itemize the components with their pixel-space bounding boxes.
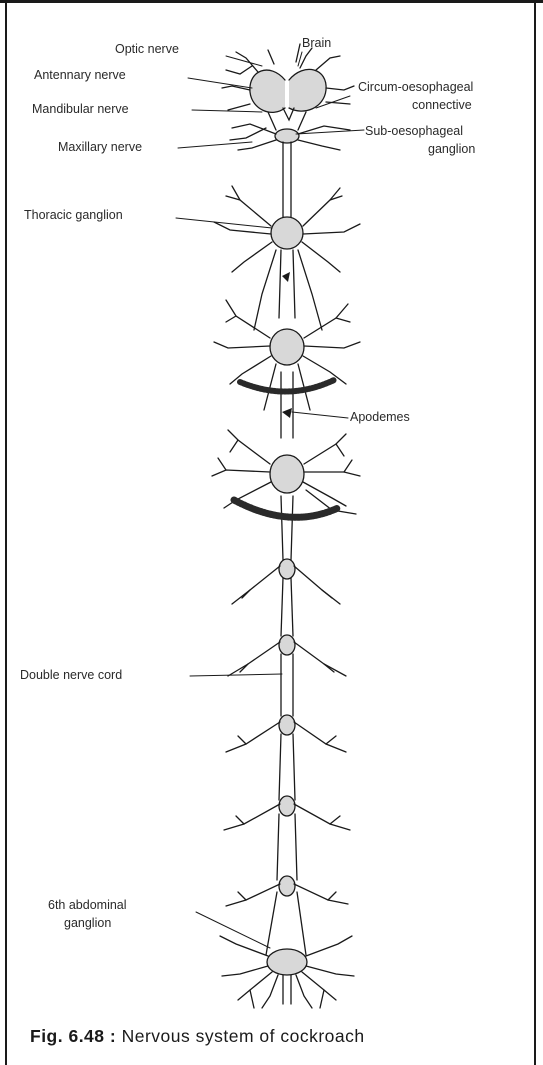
label-optic-nerve: Optic nerve: [115, 42, 179, 57]
arrow-marker-1: [282, 272, 290, 282]
caption-separator: :: [105, 1026, 122, 1046]
sub-oesophageal-ganglion: [275, 129, 299, 143]
label-circum-oesophageal-1: Circum-oesophageal: [358, 80, 473, 95]
label-brain: Brain: [302, 36, 331, 51]
thoracic-ganglion-1: [214, 186, 360, 330]
apodeme-upper: [240, 380, 334, 392]
label-maxillary-nerve: Maxillary nerve: [58, 140, 142, 155]
sixth-abdominal-ganglion: [220, 936, 354, 1008]
label-sixth-abdominal-2: ganglion: [64, 916, 111, 931]
leader-mandibular-nerve: [192, 110, 262, 112]
label-antennary-nerve: Antennary nerve: [34, 68, 126, 83]
label-sub-oesophageal-2: ganglion: [428, 142, 475, 157]
label-sixth-abdominal-1: 6th abdominal: [48, 898, 127, 913]
figure-caption: Fig. 6.48 : Nervous system of cockroach: [30, 1026, 530, 1047]
brain: [222, 44, 354, 120]
leader-apodemes: [292, 412, 348, 418]
label-double-nerve-cord: Double nerve cord: [20, 668, 122, 683]
label-circum-oesophageal-2: connective: [412, 98, 472, 113]
label-apodemes: Apodemes: [350, 410, 410, 425]
label-thoracic-ganglion: Thoracic ganglion: [24, 208, 123, 223]
label-sub-oesophageal-1: Sub-oesophageal: [365, 124, 463, 139]
arrow-marker-2: [282, 408, 292, 418]
label-mandibular-nerve: Mandibular nerve: [32, 102, 129, 117]
leader-antennary-nerve: [188, 78, 252, 88]
leader-maxillary-nerve: [178, 142, 252, 148]
caption-figure-number: Fig. 6.48: [30, 1026, 105, 1046]
abdominal-ganglia: [224, 559, 350, 906]
leader-double-nerve-cord: [190, 674, 282, 676]
caption-text: Nervous system of cockroach: [122, 1026, 365, 1046]
